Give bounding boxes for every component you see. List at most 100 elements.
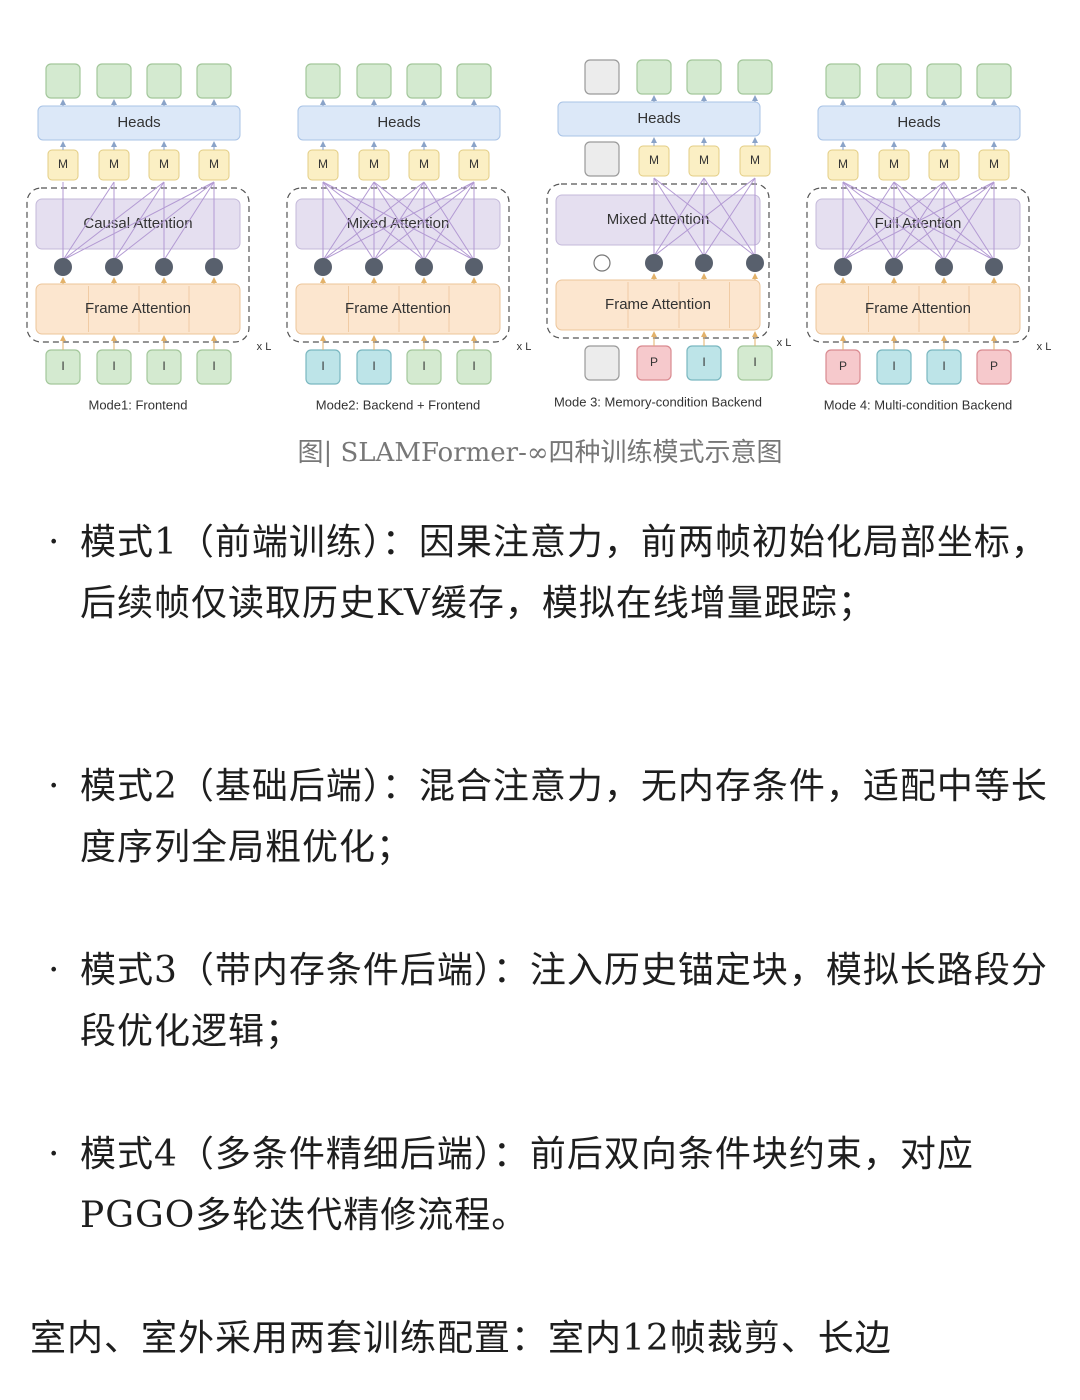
- mode-3-text: 模式3（带内存条件后端）：注入历史锚定块，模拟长路段分段优化逻辑；: [80, 950, 1048, 1052]
- memory-label: M: [469, 157, 479, 171]
- memory-label: M: [699, 153, 709, 167]
- output-token: [584, 59, 620, 95]
- heads-label: Heads: [117, 114, 160, 131]
- repeat-label: x L: [1037, 341, 1052, 353]
- bullet-marker: ·: [48, 1134, 61, 1175]
- frame-attention-label: Frame Attention: [865, 300, 971, 317]
- memory-label: M: [58, 157, 68, 171]
- attention-block: [35, 198, 241, 250]
- attention-block: [815, 198, 1021, 250]
- frame-token: [695, 254, 713, 272]
- memory-label: M: [369, 157, 379, 171]
- mode-caption: Mode1: Frontend: [88, 397, 187, 412]
- frame-attention-label: Frame Attention: [345, 300, 451, 317]
- memory-label: M: [889, 157, 899, 171]
- frame-token: [155, 258, 173, 276]
- memory-label: M: [318, 157, 328, 171]
- attention-link: [842, 181, 995, 261]
- repeat-label: x L: [777, 337, 792, 349]
- output-token: [96, 63, 132, 99]
- attention-link: [322, 181, 425, 261]
- output-token: [926, 63, 962, 99]
- frame-attention-label: Frame Attention: [605, 296, 711, 313]
- memory-label: M: [209, 157, 219, 171]
- attention-link: [373, 181, 475, 261]
- memory-placeholder: [584, 141, 620, 177]
- mode-4-item: · 模式4（多条件精细后端）：前后双向条件块约束，对应PGGO多轮迭代精修流程。: [48, 1124, 1048, 1246]
- output-token: [456, 63, 492, 99]
- frame-token: [885, 258, 903, 276]
- heads-label: Heads: [377, 114, 420, 131]
- frame-token: [205, 258, 223, 276]
- output-token: [196, 63, 232, 99]
- output-token: [636, 59, 672, 95]
- attention-link: [322, 181, 375, 261]
- memory-label: M: [750, 153, 760, 167]
- frame-token: [465, 258, 483, 276]
- input-label: I: [212, 359, 215, 373]
- memory-label: M: [989, 157, 999, 171]
- input-label: I: [61, 359, 64, 373]
- attention-link: [113, 181, 165, 261]
- attention-link: [653, 177, 756, 257]
- heads-block: [557, 101, 761, 137]
- output-token: [356, 63, 392, 99]
- input-label: I: [702, 355, 705, 369]
- input-label: P: [650, 355, 658, 369]
- frame-attention-block: [555, 279, 761, 331]
- memory-label: M: [838, 157, 848, 171]
- frame-token: [935, 258, 953, 276]
- repeat-block: [286, 187, 510, 343]
- frame-token: [645, 254, 663, 272]
- heads-block: [297, 105, 501, 141]
- heads-block: [37, 105, 241, 141]
- output-token: [45, 63, 81, 99]
- mode-2-text: 模式2（基础后端）：混合注意力，无内存条件，适配中等长度序列全局粗优化；: [80, 766, 1048, 868]
- bullet-marker: ·: [48, 522, 61, 563]
- memory-label: M: [159, 157, 169, 171]
- frame-token: [54, 258, 72, 276]
- attention-link: [322, 181, 475, 261]
- input-label: I: [472, 359, 475, 373]
- bullet-marker: ·: [48, 950, 61, 991]
- input-label: P: [990, 359, 998, 373]
- memory-label: M: [109, 157, 119, 171]
- output-token: [876, 63, 912, 99]
- output-token: [976, 63, 1012, 99]
- frame-token: [105, 258, 123, 276]
- heads-label: Heads: [637, 110, 680, 127]
- input-label: I: [892, 359, 895, 373]
- empty-token: [593, 254, 611, 272]
- mode-2-item: · 模式2（基础后端）：混合注意力，无内存条件，适配中等长度序列全局粗优化；: [48, 756, 1048, 878]
- figure-caption: 图| SLAMFormer-∞四种训练模式示意图: [297, 438, 783, 468]
- output-token: [146, 63, 182, 99]
- input-label: I: [942, 359, 945, 373]
- attention-link: [943, 181, 995, 261]
- repeat-label: x L: [517, 341, 532, 353]
- input-token: [584, 345, 620, 381]
- input-label: P: [839, 359, 847, 373]
- input-label: I: [162, 359, 165, 373]
- mode-caption: Mode 4: Multi-condition Backend: [824, 397, 1013, 412]
- memory-label: M: [649, 153, 659, 167]
- frame-token: [834, 258, 852, 276]
- mode-caption: Mode2: Backend + Frontend: [316, 397, 480, 412]
- memory-label: M: [419, 157, 429, 171]
- mode-3-item: · 模式3（带内存条件后端）：注入历史锚定块，模拟长路段分段优化逻辑；: [48, 940, 1048, 1062]
- attention-link: [653, 177, 705, 257]
- heads-label: Heads: [897, 114, 940, 131]
- frame-token: [365, 258, 383, 276]
- input-label: I: [372, 359, 375, 373]
- bullet-marker: ·: [48, 766, 61, 807]
- frame-token: [415, 258, 433, 276]
- input-label: I: [422, 359, 425, 373]
- input-label: I: [753, 355, 756, 369]
- repeat-block: [26, 187, 250, 343]
- repeat-label: x L: [257, 341, 272, 353]
- frame-token: [985, 258, 1003, 276]
- attention-link: [703, 177, 756, 257]
